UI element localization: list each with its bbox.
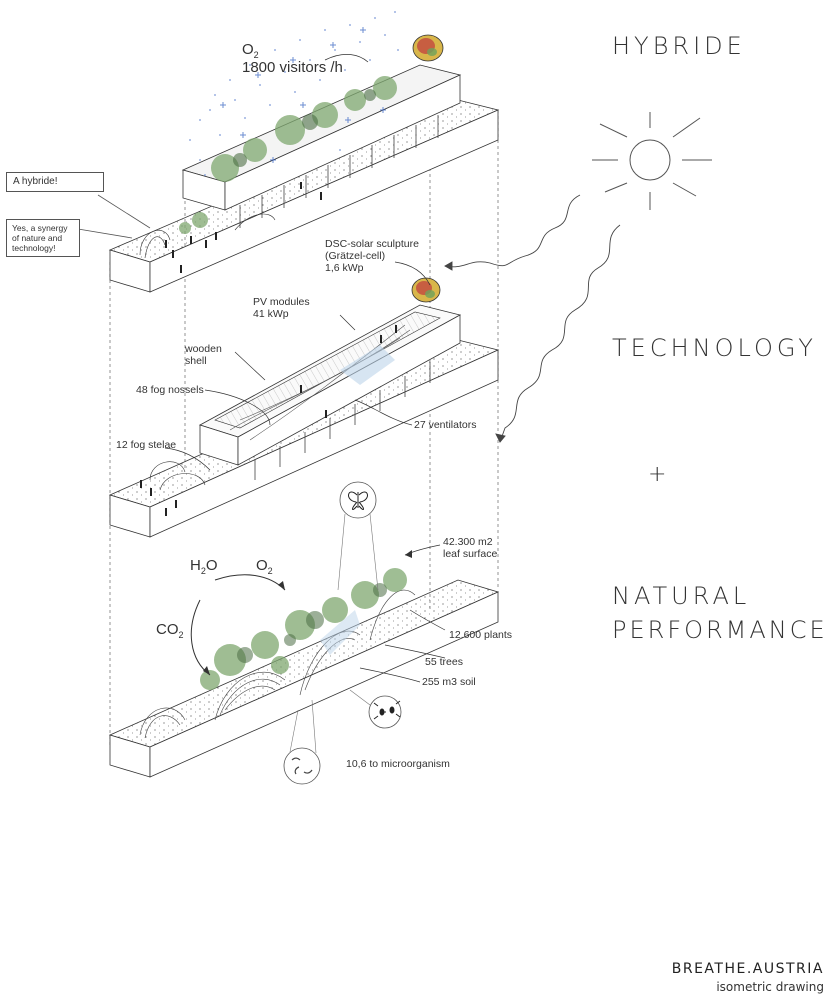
microorganism-label: 10,6 to microorganism xyxy=(346,758,450,770)
fog-stelae-label: 12 fog stelae xyxy=(116,439,177,451)
hybride-layer xyxy=(108,11,500,293)
leaf-line1: 42.300 m2 xyxy=(443,536,493,548)
o2-label: O2 xyxy=(242,42,259,63)
pv-line2: 41 kWp xyxy=(253,308,289,320)
leaf-surface-label: 42.300 m2 leaf surface xyxy=(443,536,497,560)
o2-bottom-symbol: O xyxy=(256,557,268,574)
o2-bottom-subscript: 2 xyxy=(267,566,273,576)
fog-nossels-label: 48 fog nossels xyxy=(136,384,204,396)
plus-sign: + xyxy=(648,462,667,487)
h2o-h: H xyxy=(190,557,201,574)
wooden-shell-label: wooden shell xyxy=(185,343,222,367)
title-hybride: HYBRIDE xyxy=(612,32,746,60)
butterfly-icon xyxy=(348,491,368,510)
ventilators-label: 27 ventilators xyxy=(414,419,477,431)
bubble-synergy-line1: Yes, a synergy xyxy=(12,223,68,233)
nature-layer xyxy=(108,481,500,785)
shell-line2: shell xyxy=(185,355,207,367)
speech-bubble-synergy: Yes, a synergy of nature and technology! xyxy=(6,219,80,257)
h2o-o: O xyxy=(205,557,218,574)
h2o-subscript: 2 xyxy=(200,566,206,576)
co2-subscript: 2 xyxy=(178,630,184,640)
dsc-line1: DSC-solar sculpture xyxy=(325,238,419,250)
dsc-line3: 1,6 kWp xyxy=(325,262,364,274)
h2o-label: H2O xyxy=(190,558,218,579)
title-natural: NATURAL xyxy=(612,582,751,610)
bubble-synergy-line3: technology! xyxy=(12,243,56,253)
pv-modules-label: PV modules 41 kWp xyxy=(253,296,310,320)
o2-symbol: O xyxy=(242,41,254,58)
title-performance: PERFORMANCE xyxy=(612,616,828,644)
sun-icon xyxy=(592,112,712,210)
soil-label: 255 m3 soil xyxy=(422,676,476,688)
bubble-tails xyxy=(71,194,151,239)
leaf-line2: leaf surface xyxy=(443,548,498,560)
visitors-label: 1800 visitors /h xyxy=(242,59,343,76)
trees-label: 55 trees xyxy=(425,656,463,668)
speech-bubble-hybride: A hybride! xyxy=(6,172,104,192)
brand-title: BREATHE.AUSTRIA xyxy=(671,961,824,977)
o2-bottom-label: O2 xyxy=(256,558,273,579)
co2-symbol: CO xyxy=(156,621,179,638)
dsc-solar-label: DSC-solar sculpture (Grätzel-cell) 1,6 k… xyxy=(325,238,419,274)
title-technology: TECHNOLOGY xyxy=(612,334,817,362)
co2-label: CO2 xyxy=(156,622,184,643)
plants-label: 12.600 plants xyxy=(449,629,513,641)
shell-line1: wooden xyxy=(185,343,222,355)
insect-icon xyxy=(373,700,401,720)
bubble-synergy-line2: of nature and xyxy=(12,233,63,243)
o2-subscript: 2 xyxy=(253,50,259,60)
drawing-caption: isometric drawing xyxy=(716,980,824,994)
pv-line1: PV modules xyxy=(253,296,310,308)
microorganism-icon xyxy=(291,757,313,775)
technology-layer xyxy=(108,277,500,538)
bubble-hybride-text: A hybride! xyxy=(13,176,58,187)
sun-ray-waves xyxy=(444,194,621,443)
dsc-line2: (Grätzel-cell) xyxy=(325,250,386,262)
technology-leaders xyxy=(164,261,431,471)
